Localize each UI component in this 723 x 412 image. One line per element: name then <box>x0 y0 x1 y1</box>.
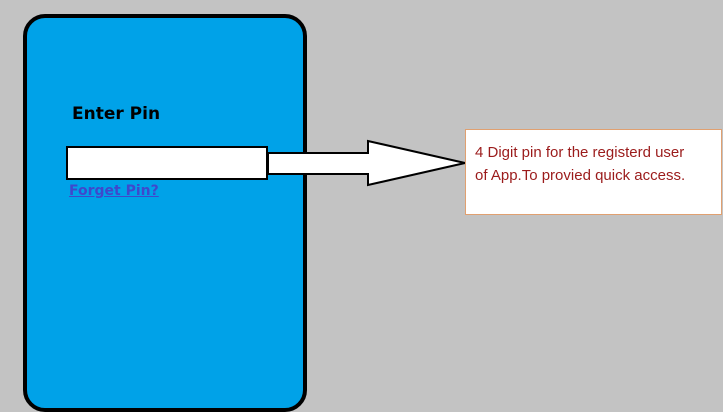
enter-pin-label: Enter Pin <box>72 104 161 124</box>
annotation-line: 4 Digit pin for the registerd user <box>475 144 685 161</box>
annotation-box: 4 Digit pin for the registerd user of Ap… <box>465 129 722 215</box>
annotation-line: of App.To provied quick access. <box>475 167 686 184</box>
forget-pin-link[interactable]: Forget Pin? <box>69 183 159 199</box>
